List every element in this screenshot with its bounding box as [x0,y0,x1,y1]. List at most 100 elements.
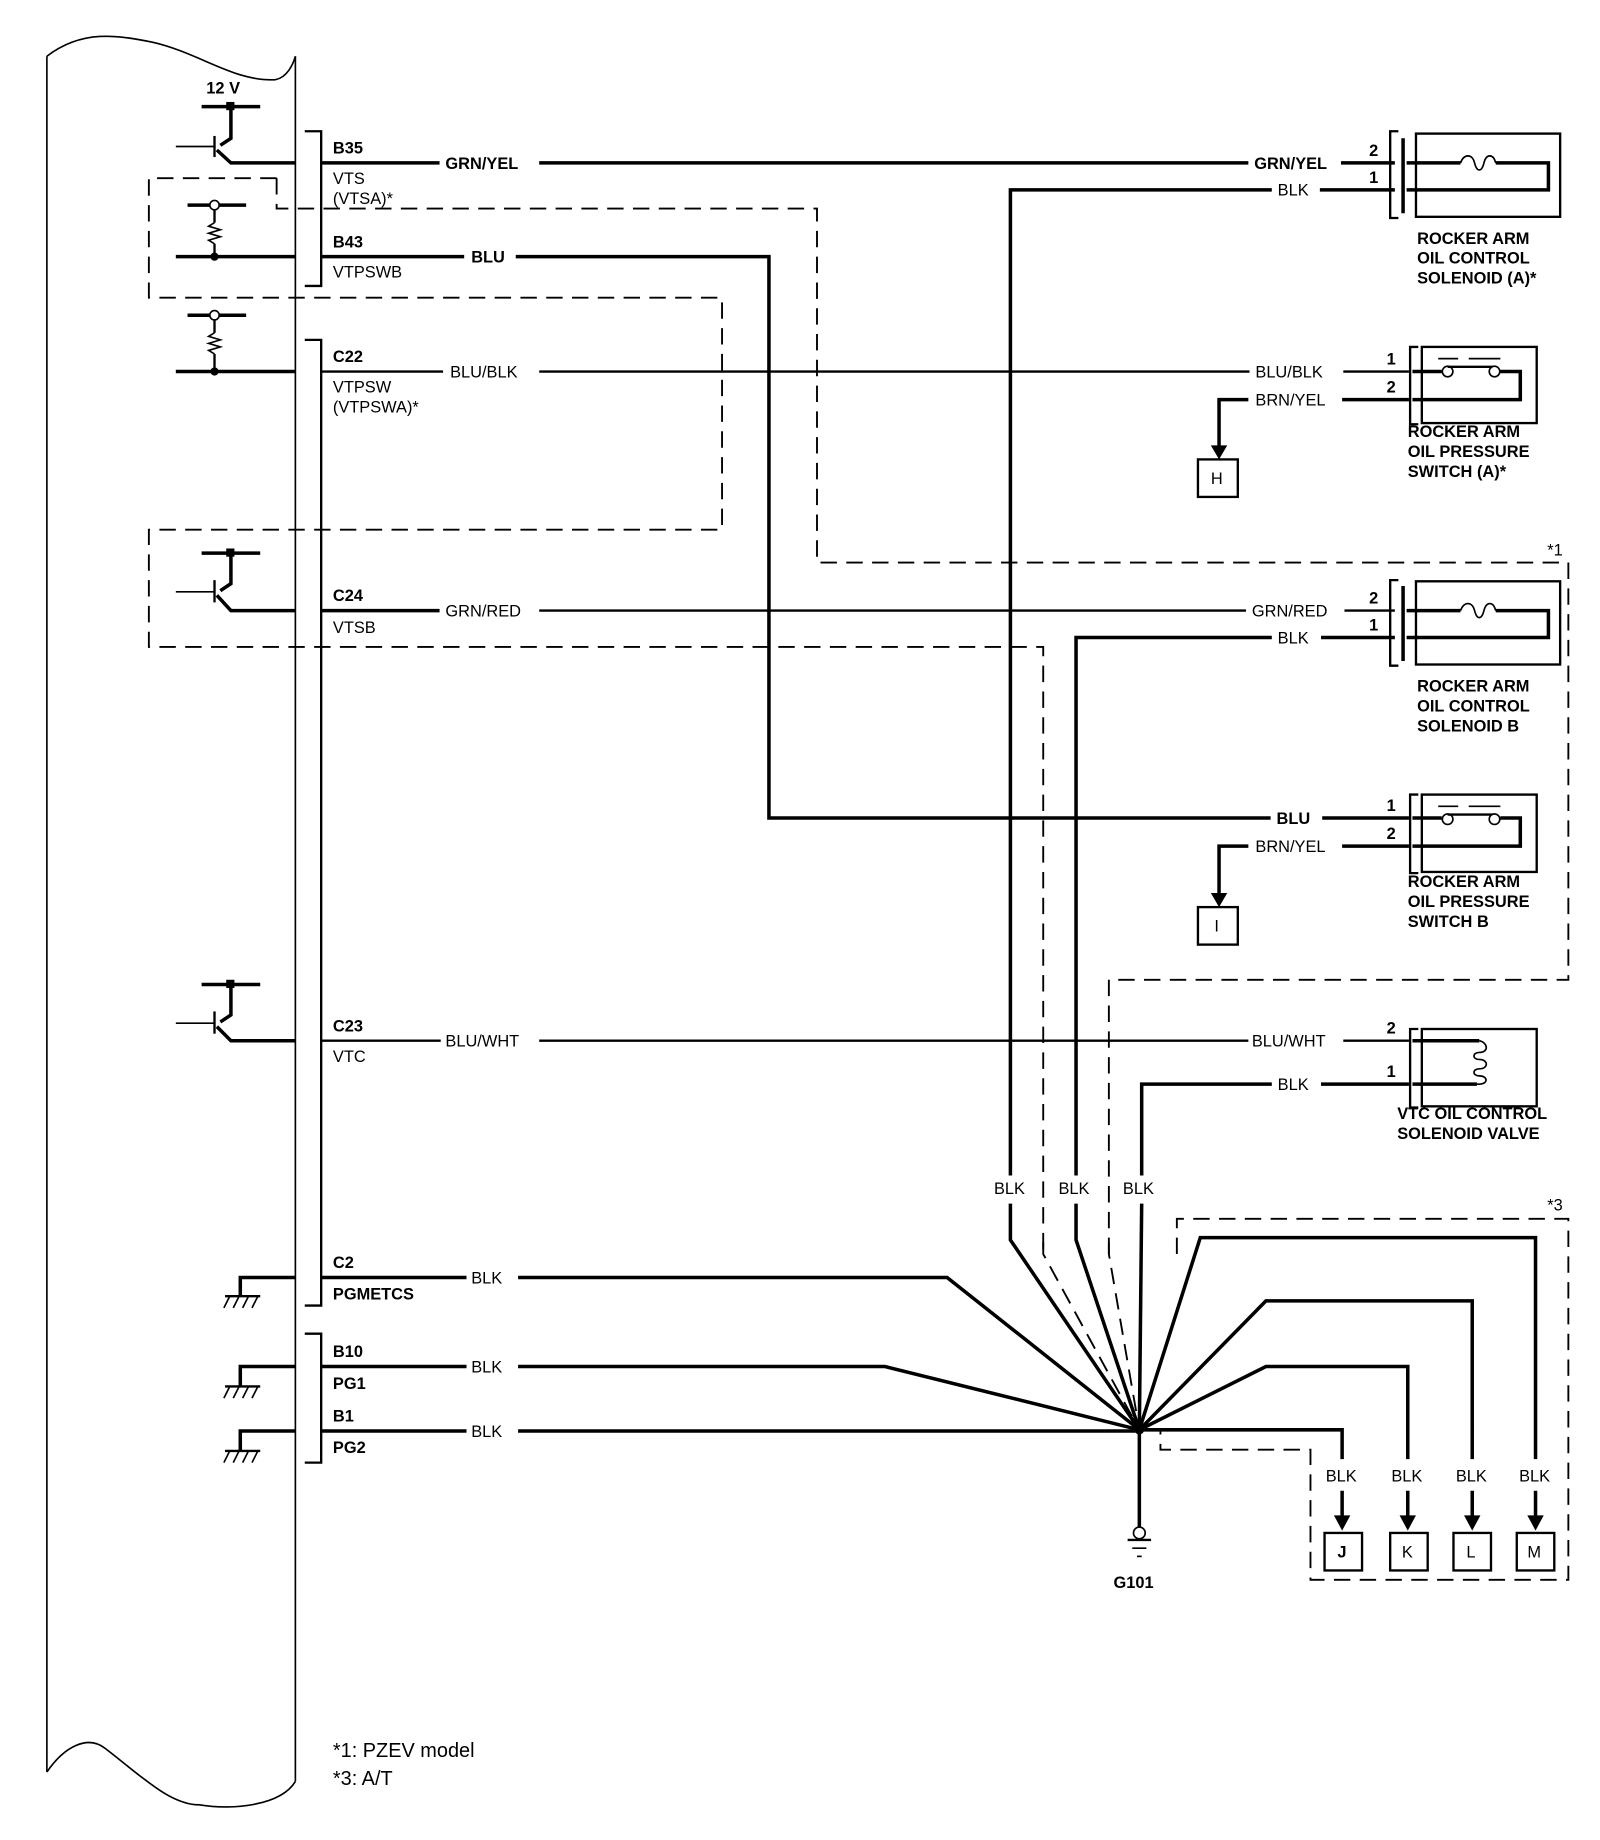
pin-label: C23 [333,1017,363,1035]
vtc-oil-control-solenoid-valve [1408,1027,1538,1109]
component-name: ROCKER ARM [1408,873,1520,891]
component-name: OIL PRESSURE [1408,893,1530,911]
wire-brn-yel-a [1210,397,1409,460]
wire-blk-vtc [1139,1082,1409,1176]
component-name: SOLENOID VALVE [1397,1125,1539,1143]
offpage-arrows [1333,1490,1544,1531]
wire-color-label: BLK [471,1358,502,1376]
wire-color-label: BLK [1278,182,1309,200]
component-name: ROCKER ARM [1417,230,1529,248]
rocker-arm-oil-control-solenoid-a [1389,130,1562,220]
offpage-connector-l [1452,1531,1493,1572]
component-name: SOLENOID (A)* [1417,270,1537,288]
wire-color-label: BLK [471,1269,502,1287]
wire-color-label: BLK [1278,629,1309,647]
at-region-mark: *3 [1547,1197,1563,1215]
terminal-number: 1 [1387,1063,1396,1081]
pullup-resistor-icon [175,199,296,261]
chassis-ground-icon [223,1429,296,1463]
terminal-number: 2 [1369,142,1378,160]
signal-alt-label: (VTPSWA)* [333,399,420,417]
signal-label: VTS [333,170,365,188]
pzev-region-mark: *1 [1547,542,1563,560]
chassis-ground-icon [223,1364,296,1399]
pin-label: B43 [333,233,363,251]
terminal-number: 2 [1387,379,1396,397]
pzev-option-boundary [147,177,1570,1255]
coil-icon [1473,1039,1488,1085]
offpage-letter: M [1527,1544,1541,1562]
wire-color-label: BLU/WHT [1252,1033,1326,1051]
signal-label: VTPSW [333,379,392,397]
wire-color-label: GRN/YEL [1254,155,1327,173]
pin-label: C24 [333,587,364,605]
footnote: *3: A/T [333,1768,393,1790]
at-option-boundary [1159,1217,1570,1581]
wire-color-label: BLU [471,249,505,267]
wire-color-label: BLK [1123,1180,1154,1198]
component-name: SOLENOID B [1417,717,1519,735]
wire-color-label: BLK [1058,1180,1089,1198]
component-name: VTC OIL CONTROL [1397,1105,1547,1123]
offpage-connector-m [1515,1531,1556,1572]
offpage-letter: L [1466,1544,1475,1562]
footnote: *1: PZEV model [333,1740,475,1762]
wire-color-label: BLK [994,1180,1025,1198]
signal-label: VTC [333,1048,366,1066]
transistor-icon [175,548,296,613]
wire-color-label: BLK [1278,1076,1309,1094]
wire-brn-yel-b [1210,844,1409,908]
offpage-connector-i [1196,905,1239,946]
wire-color-label: BLK [1456,1467,1487,1485]
signal-label: VTSB [333,619,376,637]
component-name: OIL CONTROL [1417,697,1530,715]
terminal-number: 1 [1387,797,1396,815]
component-name: SWITCH (A)* [1408,463,1507,481]
signal-label: VTPSWB [333,264,402,282]
signal-label: PGMETCS [333,1286,414,1304]
wire-color-label: BLU [1276,810,1310,828]
ecm-connector-b-bottom [304,1332,323,1464]
wire-color-label: BLU/WHT [445,1033,519,1051]
component-name: ROCKER ARM [1408,423,1520,441]
wire-color-label: BLK [471,1423,502,1441]
rocker-arm-oil-pressure-switch-a [1408,345,1538,426]
pin-label: B35 [333,140,363,158]
rocker-arm-oil-control-solenoid-b [1389,578,1562,667]
ground-point-label: G101 [1114,1574,1154,1592]
pin-label: B1 [333,1408,354,1426]
signal-label: PG1 [333,1375,366,1393]
transistor-icon [175,979,296,1043]
wire-color-label: BLK [1519,1467,1550,1485]
supply-voltage-label: 12 V [206,80,240,98]
terminal-number: 2 [1369,590,1378,608]
ecm-connector-b-top [304,130,323,288]
wire-color-label: BLU/BLK [450,363,517,381]
terminal-number: 2 [1387,1020,1396,1038]
terminal-number: 2 [1387,825,1396,843]
ecm-module-outline [46,35,297,1808]
offpage-connector-k [1389,1531,1429,1572]
wire-blu [321,254,1409,820]
component-name: SWITCH B [1408,913,1489,931]
wire-color-label: GRN/RED [445,602,521,620]
chassis-ground-icon [223,1275,296,1309]
coil-icon [1459,602,1497,619]
offpage-letter: J [1337,1544,1346,1562]
offpage-letter: H [1211,470,1223,488]
offpage-letter: I [1214,918,1219,936]
terminal-number: 1 [1369,169,1378,187]
ground-terminal-icon [1127,1526,1152,1558]
wire-color-label: BLU/BLK [1255,363,1322,381]
terminal-number: 1 [1387,350,1396,368]
signal-label: PG2 [333,1439,366,1457]
offpage-connector-h [1196,458,1239,499]
wire-blk-solenoid-b [1074,635,1395,1176]
coil-icon [1459,155,1497,171]
wire-color-label: BLK [1391,1467,1422,1485]
terminal-number: 1 [1369,617,1378,635]
rocker-arm-oil-pressure-switch-b [1408,793,1538,875]
component-name: ROCKER ARM [1417,677,1529,695]
pin-label: B10 [333,1343,363,1361]
